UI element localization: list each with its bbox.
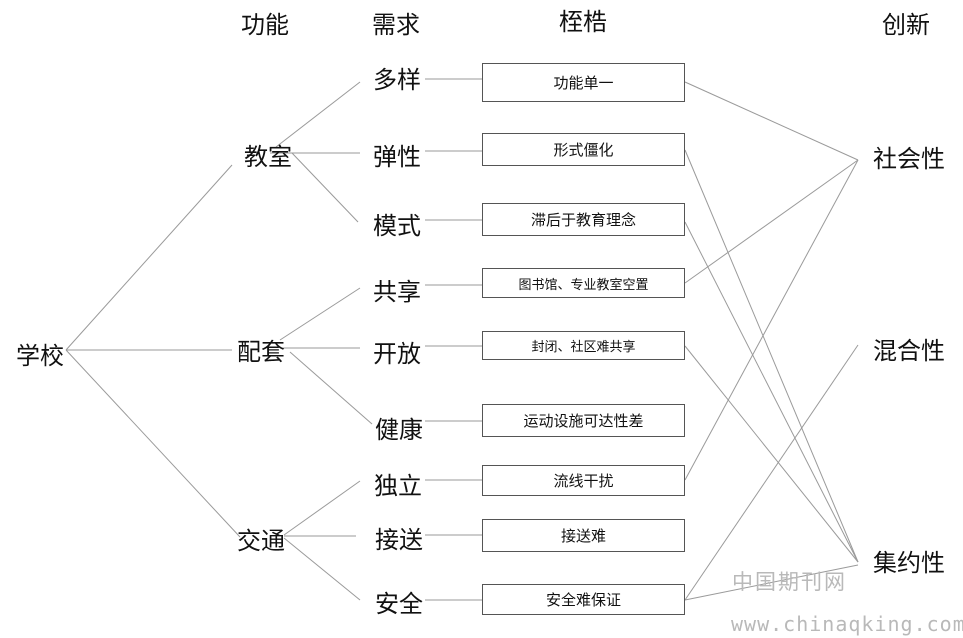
connector-safety-to-intensive	[684, 564, 859, 601]
obstacle-box-rigid-form: 形式僵化	[482, 133, 685, 166]
function-node-facilities: 配套	[237, 338, 285, 366]
header-need: 需求	[372, 11, 420, 39]
need-node-sharing: 共享	[373, 278, 421, 306]
need-node-openness: 开放	[373, 340, 421, 368]
need-node-flexibility: 弹性	[373, 143, 421, 171]
connector-closed-to-intensive	[684, 345, 859, 563]
obstacle-box-flow-conflict: 流线干扰	[482, 465, 685, 496]
need-node-health: 健康	[375, 416, 423, 444]
connector-flow-to-social	[684, 159, 859, 481]
obstacle-box-pickup-difficulty: 接送难	[482, 519, 685, 552]
connector-lagging-to-intensive	[684, 221, 859, 563]
connector-classroom-to-variety	[275, 81, 361, 148]
connector-classroom-to-mode	[291, 152, 359, 223]
need-node-variety: 多样	[373, 66, 421, 94]
need-node-pickup: 接送	[375, 526, 423, 554]
innovation-node-mixed: 混合性	[873, 337, 945, 365]
connector-rigid-form-to-intensive	[684, 149, 859, 563]
watermark-site-name: 中国期刊网	[732, 570, 847, 594]
need-node-mode: 模式	[373, 212, 421, 240]
obstacle-box-idle-rooms: 图书馆、专业教室空置	[482, 268, 685, 298]
header-function: 功能	[241, 11, 289, 39]
innovation-node-intensive: 集约性	[873, 549, 945, 577]
obstacle-box-single-function: 功能单一	[482, 63, 685, 102]
need-node-safety: 安全	[375, 590, 423, 618]
watermark-url: www.chinaqking.com	[731, 612, 963, 636]
connector-traffic-to-safety	[283, 537, 361, 601]
root-node-school: 学校	[16, 342, 64, 370]
function-node-classroom: 教室	[244, 143, 292, 171]
obstacle-box-closed-campus: 封闭、社区难共享	[482, 331, 685, 360]
need-node-independence: 独立	[374, 472, 422, 500]
obstacle-box-poor-access: 运动设施可达性差	[482, 404, 685, 437]
connector-safety-to-mixed	[684, 344, 859, 601]
obstacle-box-lagging-concept: 滞后于教育理念	[482, 203, 685, 236]
innovation-node-social: 社会性	[873, 145, 945, 173]
connector-facilities-to-sharing	[279, 287, 361, 341]
function-node-traffic: 交通	[237, 527, 285, 555]
connector-single-function-to-social	[684, 81, 859, 161]
header-innovation: 创新	[882, 11, 930, 39]
connector-root-to-traffic	[65, 349, 241, 538]
connector-facilities-to-health	[289, 351, 373, 425]
connector-root-to-classroom	[65, 164, 233, 351]
header-obstacle: 桎梏	[559, 8, 607, 36]
obstacle-box-safety-risk: 安全难保证	[482, 584, 685, 615]
connector-traffic-to-independence	[283, 480, 361, 536]
connector-idle-rooms-to-social	[684, 159, 859, 284]
